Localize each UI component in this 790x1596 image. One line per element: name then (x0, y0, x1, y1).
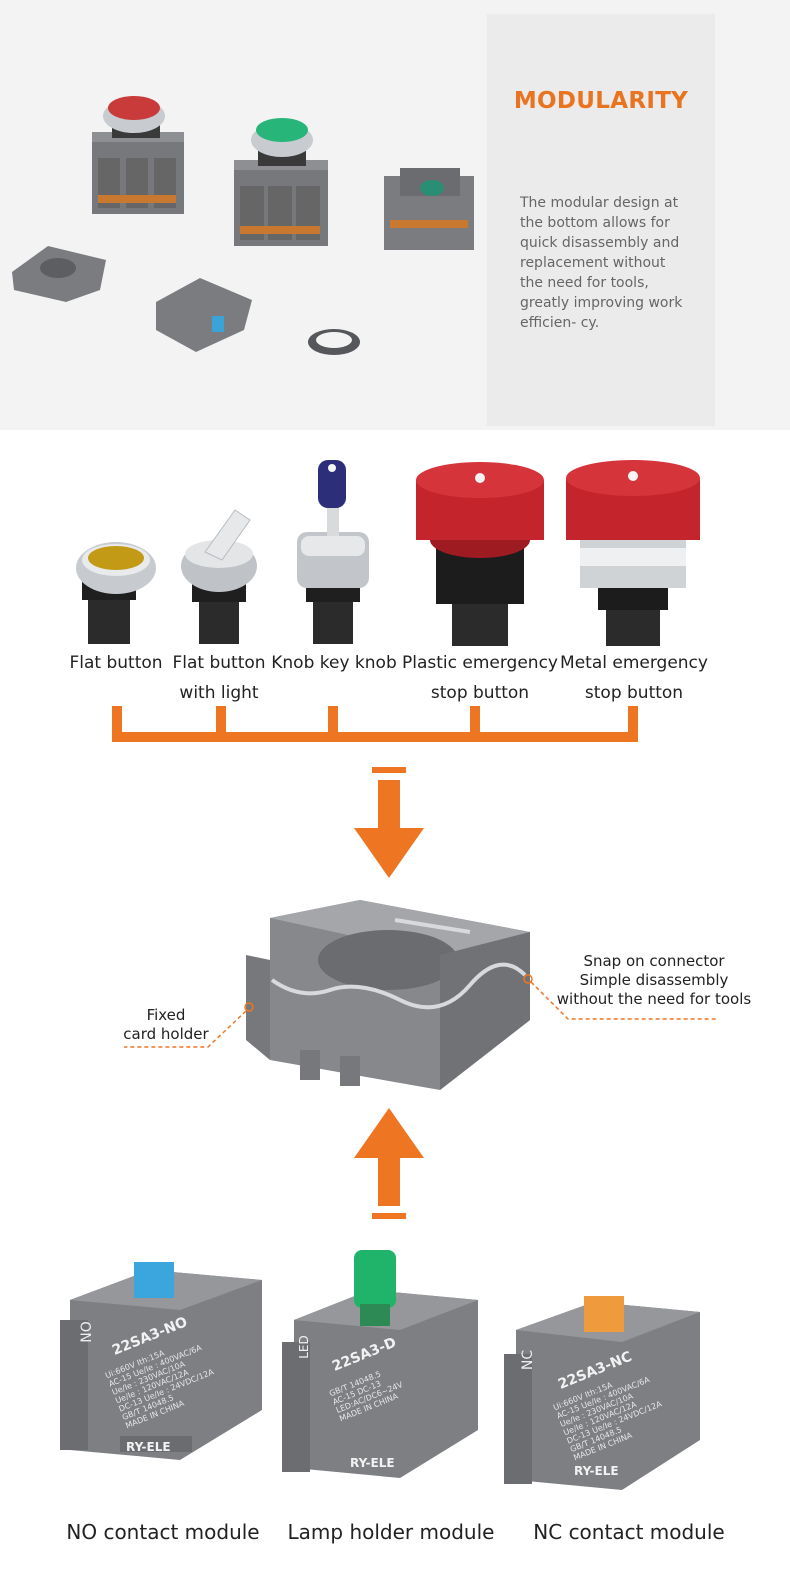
arrow-up-icon (354, 1108, 424, 1219)
label-line2: with light (179, 683, 259, 703)
label-line2: stop button (430, 683, 530, 703)
annotation-line2: card holder (123, 1025, 209, 1043)
lamp-module-side-text: LED (296, 1335, 311, 1359)
lamp-module-brand: RY-ELE (350, 1456, 395, 1470)
button-type-label-plastic-estop: Plastic emergency stop button (398, 648, 562, 708)
ring-nut (308, 329, 360, 355)
snap-connector-annotation: Snap on connector Simple disassembly wit… (556, 952, 752, 1009)
lamp-holder-module-product (282, 1250, 478, 1478)
annotation-line1: Snap on connector (583, 952, 725, 970)
modularity-card: MODULARITY The modular design at the bot… (487, 14, 715, 426)
arrow-down-icon (354, 767, 424, 878)
label-line1: Metal emergency (560, 653, 708, 673)
mounting-bracket (246, 900, 530, 1090)
button-type-label-key-knob: Knob key knob (268, 648, 400, 678)
green-button-assembly (234, 118, 328, 246)
module-label-no: NO contact module (66, 1520, 260, 1544)
label-line1: Flat button (69, 653, 163, 673)
selector-button-product (181, 509, 257, 644)
small-bracket (12, 246, 106, 302)
flat-button-product (76, 542, 156, 644)
plastic-emergency-stop-product (416, 462, 544, 646)
fixed-card-holder-annotation: Fixed card holder (118, 1006, 214, 1044)
hero-section: MODULARITY The modular design at the bot… (0, 0, 790, 430)
nc-module-side-text: NC (520, 1349, 537, 1371)
annotation-line2: Simple disassembly (579, 971, 729, 989)
label-line1: Plastic emergency (402, 653, 558, 673)
nc-contact-module-product (504, 1296, 700, 1490)
button-type-label-flat: Flat button (62, 648, 170, 678)
no-contact-module-product (60, 1262, 262, 1460)
key-knob-product (297, 460, 369, 644)
red-button-assembly (92, 96, 184, 214)
modularity-description: The modular design at the bottom allows … (520, 195, 683, 331)
small-contact-module (156, 278, 252, 352)
annotation-line1: Fixed (146, 1006, 186, 1024)
bracket-connector (112, 706, 638, 742)
annotation-leaders (124, 974, 718, 1048)
modularity-title: MODULARITY (513, 88, 689, 114)
button-type-label-metal-estop: Metal emergency stop button (556, 648, 712, 708)
button-type-label-flat-light: Flat button with light (166, 648, 272, 708)
module-label-nc: NC contact module (533, 1520, 725, 1544)
label-line2: stop button (584, 683, 684, 703)
metal-emergency-stop-product (566, 460, 700, 646)
no-module-side-text: NO (78, 1321, 95, 1343)
led-module-assembly (384, 168, 474, 250)
product-photo-collage (12, 96, 474, 355)
module-label-lamp: Lamp holder module (287, 1520, 495, 1544)
no-module-brand: RY-ELE (126, 1440, 171, 1454)
label-line1: Flat button (172, 653, 266, 673)
nc-module-brand: RY-ELE (574, 1464, 619, 1478)
annotation-line3: without the need for tools (556, 990, 752, 1008)
label-line1: Knob key knob (271, 653, 397, 673)
